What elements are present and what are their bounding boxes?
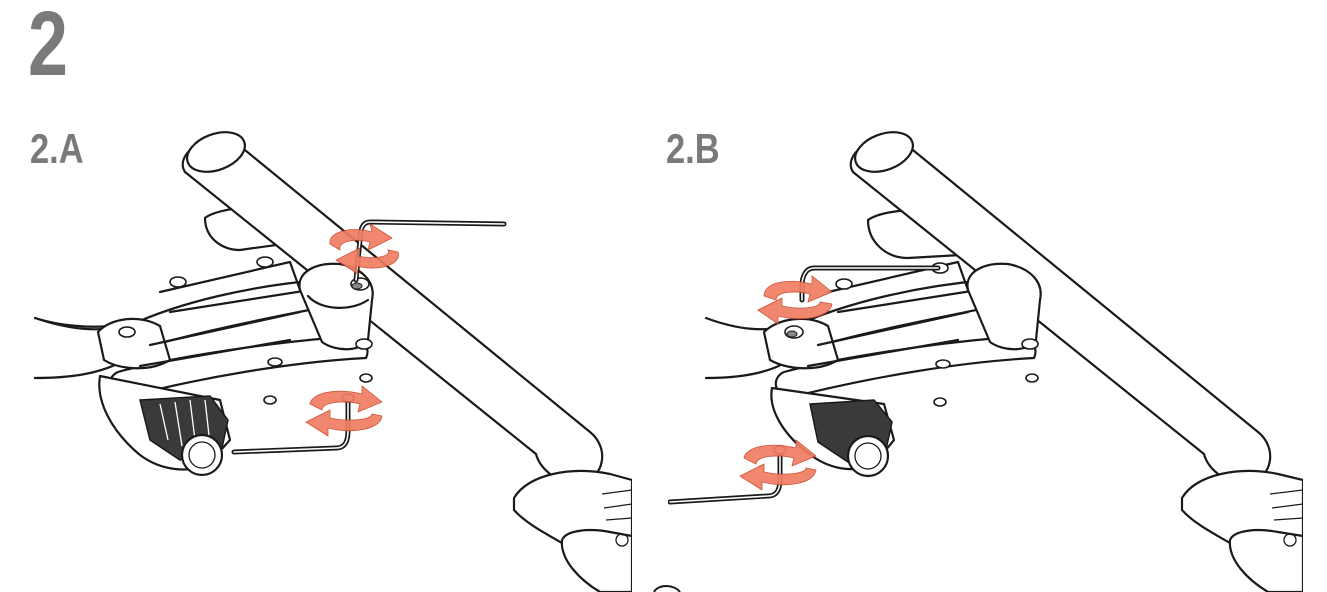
rotation-arrow-icon [329, 223, 399, 275]
rotation-arrow-icon [757, 275, 833, 325]
sub-step-label-a: 2.A [30, 125, 84, 172]
illustration-2a [33, 131, 632, 592]
step-number: 2 [28, 0, 68, 95]
illustration-2b [668, 131, 1303, 592]
rotation-arrow-icon [305, 385, 383, 437]
page-corner-mark [653, 585, 681, 592]
handlebar-assembly-a [33, 131, 632, 592]
handlebar-assembly-b [704, 131, 1303, 592]
rotation-arrow-icon [739, 439, 817, 491]
sub-step-label-b: 2.B [666, 125, 720, 172]
